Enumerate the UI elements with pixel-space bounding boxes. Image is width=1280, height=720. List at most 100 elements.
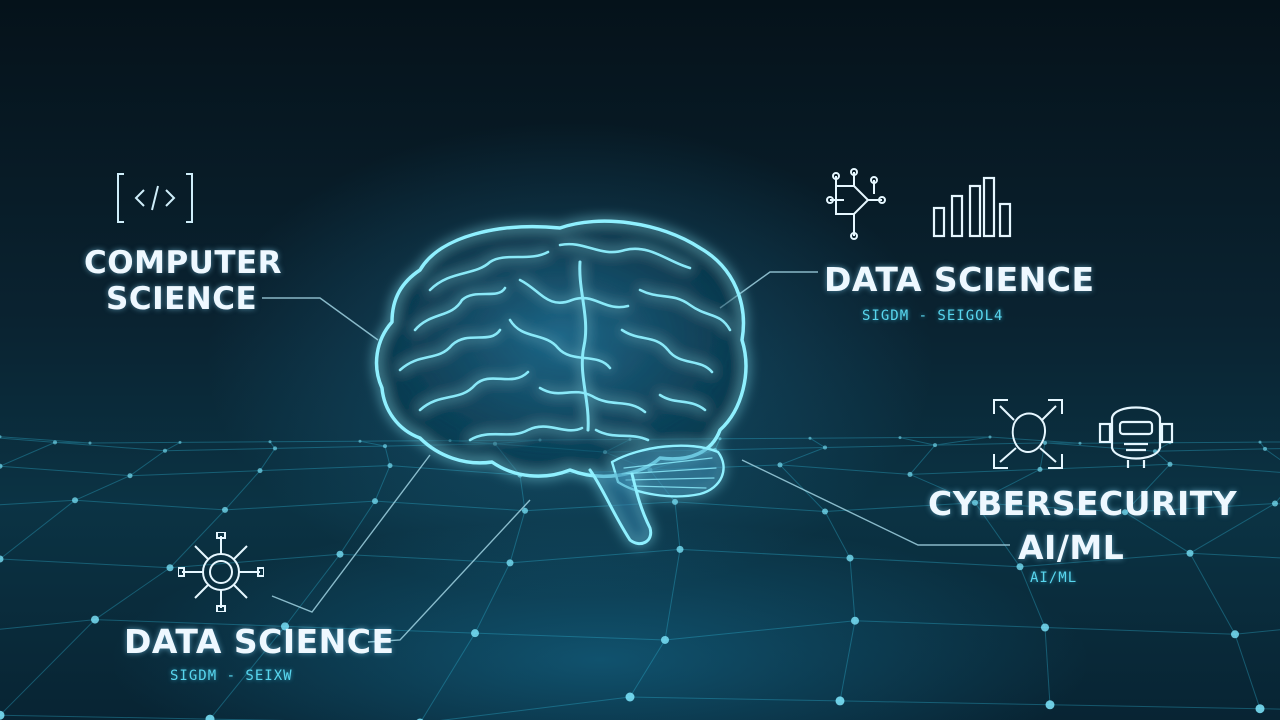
network-link (809, 437, 901, 439)
network-link (714, 447, 826, 451)
network-link (1274, 496, 1280, 504)
computer-science-line1: COMPUTER (84, 245, 283, 281)
network-link (179, 441, 271, 443)
network-node (166, 564, 174, 572)
network-link (629, 696, 841, 702)
network-node (1043, 440, 1047, 445)
network-link (629, 639, 666, 698)
network-link (74, 475, 131, 501)
network-node (506, 559, 514, 567)
network-link (94, 567, 171, 620)
network-node (1078, 441, 1082, 445)
network-link (0, 714, 211, 720)
network-link (0, 619, 96, 716)
network-link (509, 510, 526, 564)
network-link (384, 445, 391, 466)
network-node (0, 555, 4, 563)
network-link (1039, 442, 1046, 470)
network-node (1255, 704, 1265, 714)
network-node (933, 443, 937, 448)
network-node (676, 545, 684, 553)
network-node (358, 439, 362, 443)
connector-data-science-bottom-b (367, 499, 531, 643)
network-link (839, 700, 1051, 706)
network-link (974, 502, 1126, 513)
network-node (178, 440, 182, 444)
network-node (0, 710, 5, 720)
network-node (222, 506, 228, 513)
network-node (851, 616, 859, 625)
network-link (129, 470, 261, 477)
network-link (974, 502, 1021, 568)
computer-science-line2: SCIENCE (106, 281, 258, 317)
network-link (0, 441, 56, 467)
network-link (94, 619, 286, 627)
network-node (661, 635, 669, 644)
network-link (909, 468, 1041, 475)
network-link (824, 511, 851, 559)
network-node (273, 446, 277, 451)
network-link (474, 632, 666, 641)
network-link (1169, 441, 1261, 444)
network-link (274, 445, 386, 449)
network-node (387, 463, 393, 469)
network-link (339, 553, 511, 564)
network-node (522, 507, 528, 514)
network-node (372, 498, 378, 505)
network-node (718, 437, 722, 441)
network-node (1167, 461, 1173, 467)
network-link (209, 626, 286, 720)
network-link (674, 501, 681, 550)
network-node (257, 468, 263, 474)
network-node (205, 714, 215, 720)
network-link (389, 465, 521, 476)
network-link (849, 557, 1021, 568)
cybersecurity-sub: AI/ML (1030, 570, 1078, 586)
network-link (974, 468, 1041, 504)
network-link (374, 465, 391, 502)
network-link (1189, 552, 1280, 559)
face-scan-icon (990, 396, 1066, 476)
network-link (164, 441, 181, 452)
network-node (91, 615, 99, 624)
network-node (1231, 630, 1239, 639)
network-link (54, 441, 91, 444)
network-link (854, 620, 1046, 628)
network-node (1037, 466, 1043, 472)
network-node (0, 463, 3, 469)
network-node (777, 462, 783, 468)
network-link (339, 500, 376, 555)
network-link (989, 436, 1081, 444)
network-node (672, 498, 678, 505)
network-node (898, 436, 902, 440)
network-link (1124, 463, 1171, 513)
network-link (849, 558, 856, 621)
network-node (88, 441, 92, 445)
network-link (934, 436, 991, 446)
brain-stem (588, 468, 653, 545)
network-link (74, 499, 226, 511)
network-link (0, 619, 96, 630)
network-link (224, 470, 261, 511)
network-link (1264, 448, 1280, 461)
network-node (625, 692, 635, 702)
network-node (823, 445, 827, 450)
network-node (72, 497, 78, 504)
network-link (0, 499, 76, 506)
bar-chart-icon (928, 174, 1014, 244)
network-link (129, 450, 166, 477)
network-node (1263, 446, 1267, 451)
network-link (421, 632, 476, 720)
network-link (0, 465, 131, 477)
network-node (53, 440, 57, 445)
network-node (336, 550, 344, 558)
connector-cybersecurity (741, 459, 1010, 546)
network-node (0, 435, 2, 439)
network-link (284, 625, 476, 634)
network-node (1122, 509, 1128, 516)
data-science-bottom-title: DATA SCIENCE (124, 622, 395, 661)
network-link (1189, 552, 1236, 635)
network-node (1016, 563, 1024, 571)
network-link (0, 436, 91, 444)
network-node (907, 471, 913, 477)
